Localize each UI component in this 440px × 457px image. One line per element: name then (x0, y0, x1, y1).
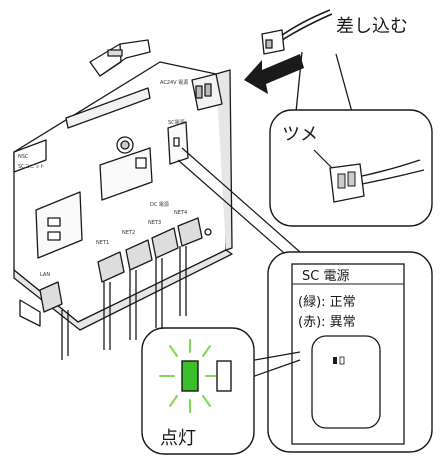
insert-arrow (244, 54, 304, 94)
panel-title: SC 電源 (302, 269, 349, 284)
panel-led-green (333, 357, 337, 364)
device-dc-label: DC 電源 (150, 201, 169, 208)
label-strip (65, 87, 151, 129)
lit-green-led (181, 360, 199, 392)
panel-red-line: (赤): 異常 (298, 315, 356, 330)
sc-power-callout: SC 電源 (緑): 正常 (赤): 異常 (177, 147, 433, 453)
net-ports (97, 217, 203, 283)
port-label-net1: NET1 (96, 240, 109, 246)
port-label-net4: NET4 (174, 210, 187, 216)
off-red-led (216, 360, 232, 392)
device-sc-power-small: SC電源 (168, 119, 185, 126)
device-lan-label: LAN (40, 272, 50, 278)
device-brand: NSC (18, 154, 29, 160)
panel-green-line: (緑): 正常 (298, 295, 356, 310)
lan-port (39, 281, 63, 313)
label-insert: 差し込む (336, 16, 408, 37)
glow-rays (159, 339, 221, 413)
device-illustration (13, 39, 233, 331)
label-claw: ツメ (282, 124, 318, 145)
device-unit-name: SCユニット (18, 164, 45, 170)
port-label-net3: NET3 (148, 220, 161, 226)
label-lit: 点灯 (160, 428, 196, 449)
lit-led-callout: 点灯 (141, 327, 301, 455)
cables (61, 246, 187, 360)
claw-callout: ツメ (269, 51, 433, 227)
device-power-label: AC24V 電源 (160, 79, 188, 86)
port-label-net2: NET2 (122, 230, 135, 236)
plug-connector (261, 9, 333, 55)
panel-led-red (339, 356, 345, 365)
